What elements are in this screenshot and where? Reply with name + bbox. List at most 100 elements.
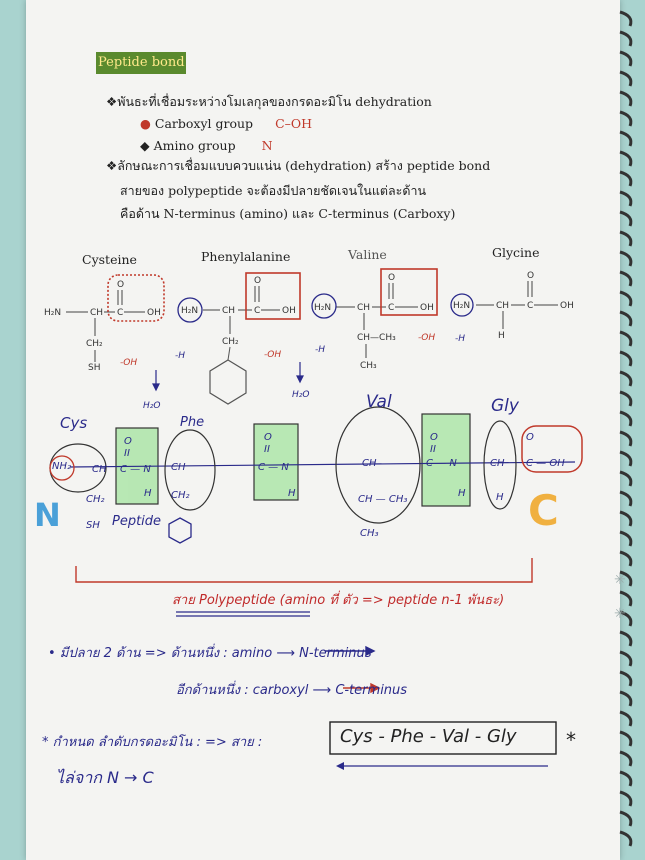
amino-label: ◆ Amino group N — [140, 138, 273, 153]
water-1: H₂O — [143, 401, 160, 411]
bullet-dehydration-line1: ❖ลักษณะการเชื่อมแบบควบแน่น (dehydration)… — [106, 158, 491, 173]
svg-text:II: II — [264, 444, 270, 455]
order-line: * กำหนด ลำดับกรดอะมิโน : => สาย : — [42, 735, 263, 750]
margin-star-1: ✳ — [614, 572, 626, 588]
carboxyl-marker-icon: ● — [140, 116, 151, 131]
label-gly: Gly — [491, 396, 519, 416]
svg-text:II: II — [124, 448, 130, 459]
val-ch3: CH₃ — [360, 361, 377, 371]
phe-minus-oh: -OH — [264, 350, 281, 360]
spiral-binding — [619, 10, 633, 847]
phe-h2n: H₂N — [181, 306, 198, 316]
gly-ch: CH — [496, 301, 509, 311]
bullet-peptide-definition: ❖พันธะที่เชื่อมระหว่างโมเลกุลของกรดอะมิโ… — [106, 94, 432, 109]
gly-minus-h: -H — [455, 334, 465, 344]
cys-sh: SH — [88, 363, 100, 373]
carboxyl-group-text: Carboxyl group — [154, 116, 254, 131]
svg-text:O: O — [264, 432, 272, 443]
polypeptide-bracket — [75, 558, 533, 583]
label-phe: Phe — [180, 415, 205, 430]
val-amino-circle — [311, 293, 337, 319]
svg-text:CH₃: CH₃ — [360, 528, 379, 539]
margin-star-2: ✳ — [614, 606, 626, 622]
gly-h: H — [498, 331, 505, 341]
gly-oh: OH — [560, 301, 574, 311]
svg-text:C — N: C — N — [120, 464, 151, 475]
gly-residue-circle — [483, 420, 517, 510]
amino-name-valine: Valine — [348, 247, 387, 262]
phe-oh: OH — [282, 306, 296, 316]
water-2: H₂O — [292, 390, 309, 400]
sequence-star: * — [566, 728, 576, 752]
amino-name-glycine: Glycine — [492, 245, 540, 260]
peptide-bond-highlight-3 — [422, 414, 470, 506]
c-terminal-carboxyl-box — [521, 425, 583, 473]
cys-oh: OH — [147, 308, 161, 318]
val-minus-oh: -OH — [418, 333, 435, 343]
svg-text:C — OH: C — OH — [526, 458, 565, 469]
amino-marker-icon: ◆ — [140, 138, 150, 153]
val-ch-side: CH—CH₃ — [357, 333, 396, 343]
svg-text:O: O — [124, 436, 132, 447]
val-carboxyl-box — [380, 268, 438, 316]
c-terminus-letter: C — [528, 486, 559, 535]
label-peptide: Peptide — [112, 514, 162, 529]
svg-text:CH: CH — [490, 458, 505, 469]
phe-minus-h: -H — [175, 351, 185, 361]
svg-text:CH₂: CH₂ — [171, 490, 190, 501]
val-oh: OH — [420, 303, 434, 313]
gly-o: O — [527, 271, 534, 281]
ends-line-1: • มีปลาย 2 ด้าน => ด้านหนึ่ง : amino ⟶ N… — [48, 646, 372, 661]
carboxyl-label: ● Carboxyl group C–OH — [140, 116, 312, 131]
amino-formula: N — [261, 138, 273, 153]
phe-o: O — [254, 276, 261, 286]
peptide-bond-highlight-2 — [254, 424, 298, 500]
phe-c: C — [254, 306, 260, 316]
benzene-ring — [209, 359, 247, 405]
section-title: Peptide bond — [96, 52, 186, 74]
gly-amino-circle — [450, 293, 474, 317]
n-terminus-letter: N — [34, 496, 61, 534]
svg-text:CH: CH — [171, 462, 186, 473]
sequence-text: Cys - Phe - Val - Gly — [340, 726, 517, 747]
svg-text:II: II — [430, 444, 436, 455]
label-val: Val — [366, 392, 392, 412]
amino-group-text: Amino group — [153, 138, 236, 153]
gly-h2n: H₂N — [453, 301, 470, 311]
phe-ch: CH — [222, 306, 235, 316]
polypeptide-caption: สาย Polypeptide (amino ที่ ตัว => peptid… — [172, 593, 505, 608]
gly-c: C — [527, 301, 533, 311]
amino-name-phenylalanine: Phenylalanine — [201, 249, 291, 264]
amino-name-cysteine: Cysteine — [82, 252, 137, 267]
val-minus-h: -H — [315, 345, 325, 355]
svg-text:H: H — [288, 488, 296, 499]
svg-text:CH — CH₃: CH — CH₃ — [358, 494, 407, 505]
svg-text:H: H — [458, 488, 466, 499]
sequence-box — [329, 721, 557, 755]
svg-text:CH: CH — [92, 464, 107, 475]
svg-text:C — N: C — N — [426, 458, 457, 469]
svg-text:CH₂: CH₂ — [86, 494, 105, 505]
svg-text:H: H — [496, 492, 504, 503]
svg-text:SH: SH — [86, 520, 100, 531]
cys-h2n: H₂N — [44, 308, 61, 318]
val-c: C — [388, 303, 394, 313]
bullet-dehydration-line3: คือด้าน N-terminus (amino) และ C-terminu… — [120, 206, 456, 221]
phe-amino-circle — [177, 297, 203, 323]
val-o: O — [388, 273, 395, 283]
svg-text:O: O — [526, 432, 534, 443]
carboxyl-formula: C–OH — [275, 116, 313, 131]
n-terminal-amino-circle — [49, 455, 75, 481]
val-h2n: H₂N — [314, 303, 331, 313]
cys-c: C — [117, 308, 123, 318]
svg-text:C — N: C — N — [258, 462, 289, 473]
cys-carboxyl-box — [107, 274, 165, 322]
bullet-dehydration-line2: สายของ polypeptide จะต้องมีปลายชัดเจนในแ… — [120, 183, 427, 198]
val-residue-circle — [335, 406, 421, 524]
label-cys: Cys — [60, 414, 88, 432]
cys-o: O — [117, 280, 124, 290]
svg-text:H: H — [144, 488, 152, 499]
phe-ch2: CH₂ — [222, 337, 239, 347]
ends-line-2: อีกด้านหนึ่ง : carboxyl ⟶ C-terminus — [176, 683, 408, 698]
